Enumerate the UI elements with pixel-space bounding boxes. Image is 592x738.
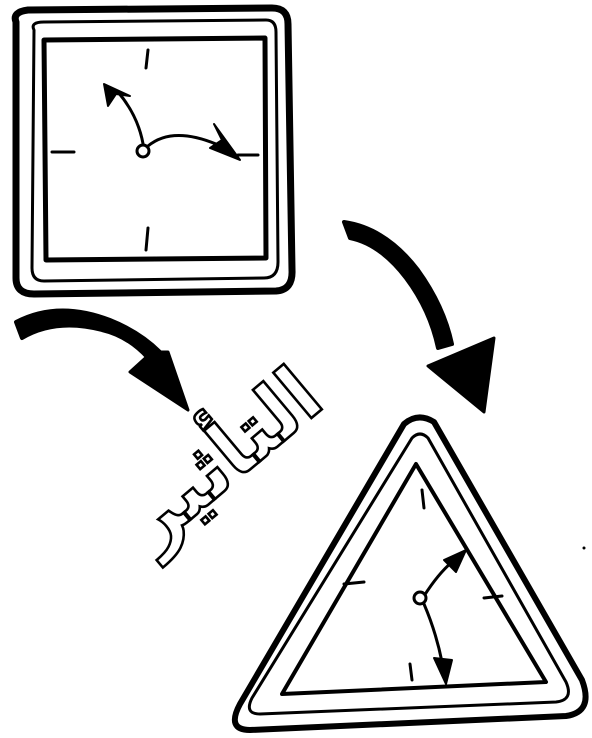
curved-arrow-left-head-icon (130, 352, 188, 410)
triangle-clock-tick-6 (410, 664, 412, 680)
triangle-clock-tick-9 (344, 582, 364, 584)
square-clock-tick-12 (146, 50, 148, 68)
triangle-clock (235, 417, 586, 730)
triangle-clock-center (414, 592, 426, 604)
curved-arrow-right-icon (344, 222, 452, 348)
square-clock (15, 8, 292, 294)
triangle-clock-tick-12 (422, 490, 424, 508)
square-clock-hour-hand (118, 92, 144, 150)
triangle-clock-tick-3 (484, 596, 502, 598)
square-clock-center (137, 145, 149, 157)
curved-arrow-left-icon (16, 310, 160, 358)
triangle-clock-minute-hand (424, 562, 452, 596)
triangle-clock-hour-hand-arrowhead (434, 658, 452, 684)
triangle-clock-minute-hand-arrowhead (444, 550, 466, 572)
square-clock-tick-6 (146, 228, 148, 250)
word-label: التأثير (100, 345, 339, 568)
square-clock-minute-hand (148, 135, 216, 146)
triangle-clock-hour-hand (424, 604, 442, 662)
ink-speck (583, 547, 586, 550)
